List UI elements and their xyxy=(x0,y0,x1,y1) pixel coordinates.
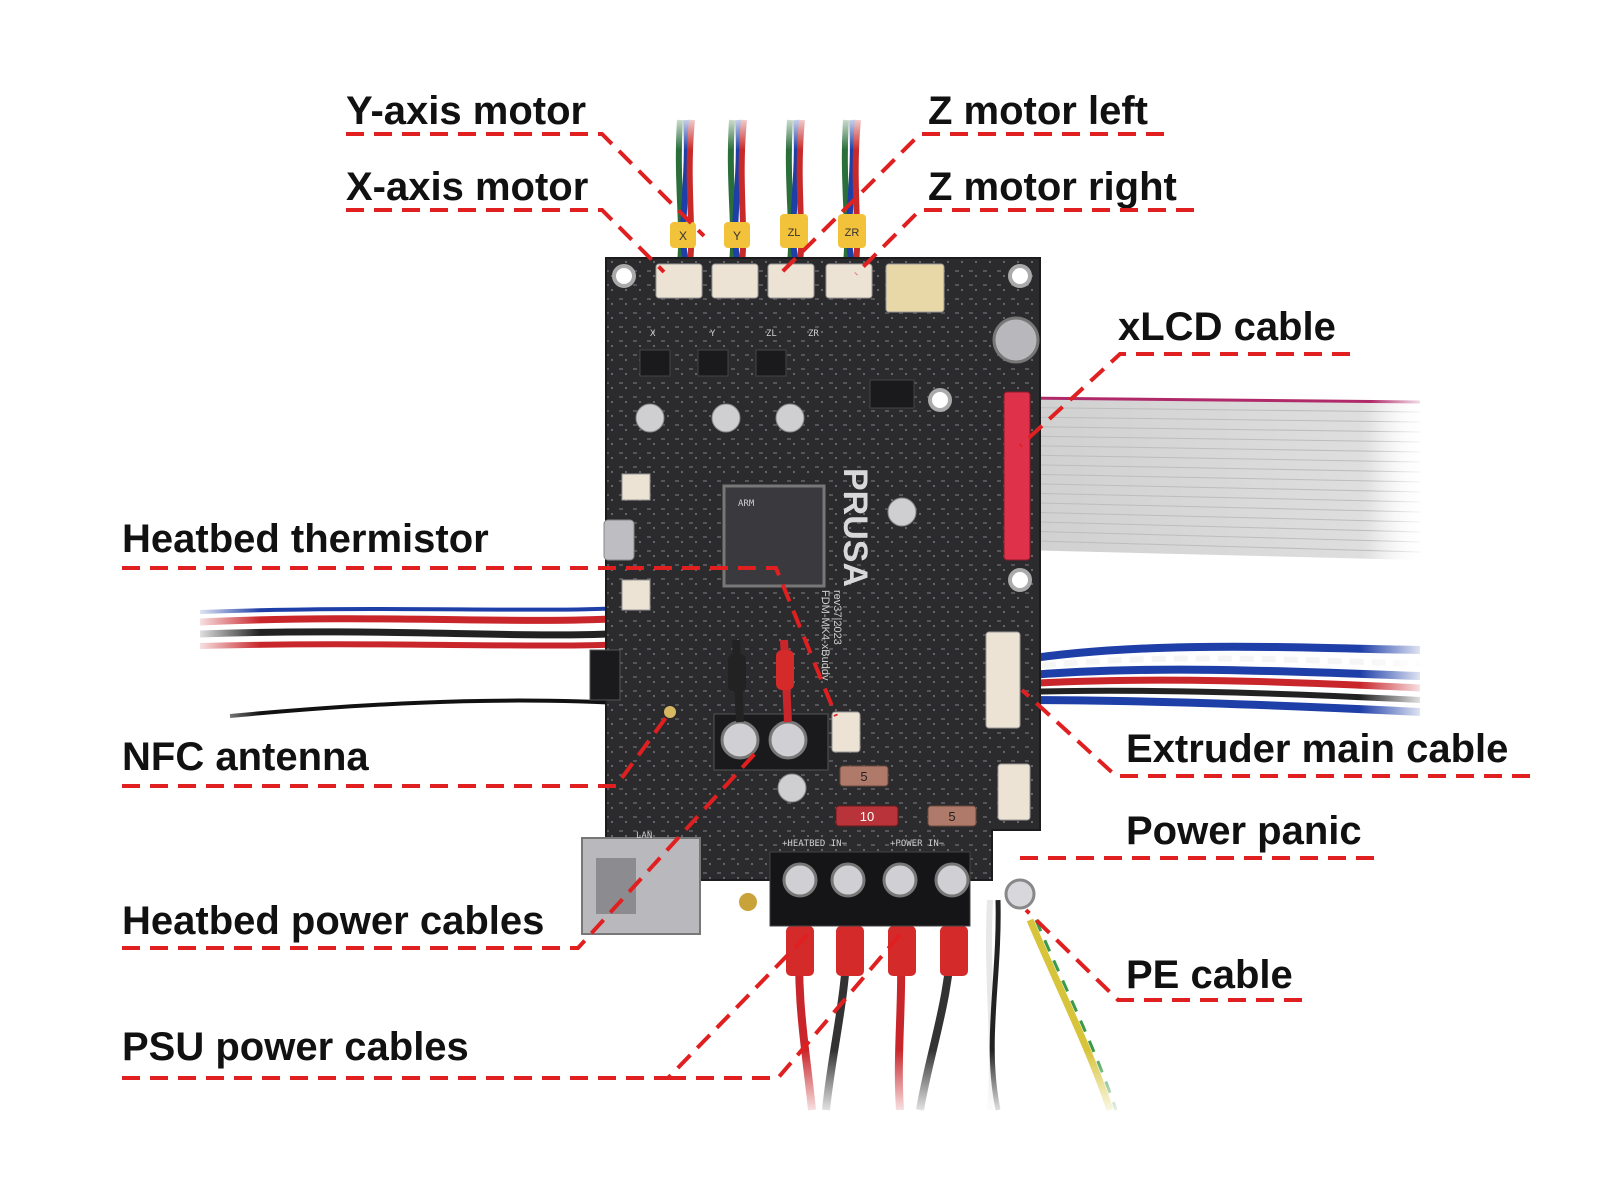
label-power-panic: Power panic xyxy=(1126,809,1362,853)
motor-cables: X Y ZL ZR xyxy=(660,110,880,263)
extruder-main-cable xyxy=(1019,630,1430,730)
fuse-5a xyxy=(839,765,889,787)
ribbon-wire-line xyxy=(1019,454,1421,463)
svg-text:+HEATBED IN−: +HEATBED IN− xyxy=(782,839,848,849)
ribbon-wire-line xyxy=(1019,540,1421,553)
usb-c-port xyxy=(603,519,635,561)
ribbon-wire-line xyxy=(1019,464,1421,473)
cable-tag-zr: ZR xyxy=(838,214,866,248)
nfc-antenna-wire xyxy=(229,698,661,718)
leader-z-motor-left xyxy=(776,132,1164,278)
leader-psu-power-cables-b xyxy=(668,928,906,1080)
svg-text:LAN: LAN xyxy=(636,831,652,841)
svg-text:Y: Y xyxy=(710,329,716,339)
leader-nfc-antenna xyxy=(122,710,672,788)
ribbon-wire-line xyxy=(1019,492,1421,503)
annotations: Y-axis motor X-axis motor Z motor left Z… xyxy=(122,89,1530,1080)
nfc-pad xyxy=(664,706,676,718)
label-xlcd-cable: xLCD cable xyxy=(1118,305,1336,349)
board-model: FDM-MK4-xBuddy xyxy=(819,590,831,681)
ribbon-wire-lines xyxy=(1019,407,1421,553)
svg-text:5: 5 xyxy=(948,809,955,824)
leader-heatbed-thermistor xyxy=(122,566,838,717)
svg-text:ZL: ZL xyxy=(788,227,801,239)
svg-text:ZL: ZL xyxy=(766,329,777,339)
x-motor-connector xyxy=(655,263,703,299)
ribbon-wire-line xyxy=(1019,521,1421,533)
label-psu-power-cables: PSU power cables xyxy=(122,1025,469,1069)
cable-tag-x: X xyxy=(670,222,696,248)
label-z-motor-right: Z motor right xyxy=(928,165,1177,209)
motor-connectors: X Y ZL ZR xyxy=(650,263,945,339)
heatbed-ring-terminals xyxy=(713,639,829,771)
y-motor-connector xyxy=(711,263,759,299)
leader-xlcd-cable xyxy=(1018,352,1350,448)
leader-y-axis-motor xyxy=(346,132,706,238)
svg-text:Y: Y xyxy=(733,229,741,243)
ribbon-wire-line xyxy=(1019,426,1421,433)
svg-text:ZR: ZR xyxy=(845,227,860,239)
zr-motor-connector xyxy=(825,263,873,299)
zl-motor-connector xyxy=(767,263,815,299)
ribbon-wire-line xyxy=(1019,416,1421,423)
power-terminal-blocks: +HEATBED IN− +POWER IN− xyxy=(769,839,971,927)
leader-z-motor-right xyxy=(854,208,1194,276)
driver-components xyxy=(635,349,917,803)
ribbon-wire-line xyxy=(1019,473,1421,483)
ribbon-wire-line xyxy=(1019,445,1421,453)
label-x-axis-motor: X-axis motor xyxy=(346,165,588,209)
fuses: 5 10 5 xyxy=(835,765,977,827)
aux-connector xyxy=(885,263,945,313)
label-pe-cable: PE cable xyxy=(1126,953,1293,997)
ribbon-wire-line xyxy=(1019,483,1421,493)
svg-text:ZR: ZR xyxy=(808,329,819,339)
svg-text:X: X xyxy=(650,329,656,339)
label-extruder-main-cable: Extruder main cable xyxy=(1126,727,1508,771)
label-heatbed-thermistor: Heatbed thermistor xyxy=(122,517,489,561)
pe-ring-terminal xyxy=(1004,878,1036,910)
cable-tag-y: Y xyxy=(724,222,750,248)
power-panic-connector xyxy=(997,763,1031,821)
fuse-10a xyxy=(835,805,899,827)
coin-battery xyxy=(992,316,1040,364)
lan-port: LAN xyxy=(581,831,701,935)
ribbon-wire-line xyxy=(1019,530,1421,543)
ribbon-wire-line xyxy=(1019,435,1421,443)
svg-text:X: X xyxy=(679,229,687,243)
svg-text:5: 5 xyxy=(860,769,867,784)
fuse-5b xyxy=(927,805,977,827)
label-y-axis-motor: Y-axis motor xyxy=(346,89,586,133)
xbuddy-board: X Y ZL ZR ARM PRUSA FDM-MK4-xBuddy rev37… xyxy=(581,257,1041,935)
leader-x-axis-motor xyxy=(346,208,666,274)
svg-text:+POWER IN−: +POWER IN− xyxy=(890,839,945,849)
xlcd-connector xyxy=(1003,391,1031,561)
leader-heatbed-power-cables xyxy=(122,746,762,950)
ribbon-wire-line xyxy=(1019,511,1421,523)
label-heatbed-power-cables: Heatbed power cables xyxy=(122,899,544,943)
extruder-connector xyxy=(985,631,1021,729)
mcu-chip: ARM xyxy=(722,484,826,588)
svg-text:10: 10 xyxy=(860,809,874,824)
label-z-motor-left: Z motor left xyxy=(928,89,1148,133)
board-brand: PRUSA xyxy=(836,468,874,587)
board-revision: rev37|2023 xyxy=(831,590,843,645)
leader-pe-cable xyxy=(1024,908,1302,1002)
bottom-cables xyxy=(760,899,1160,1120)
ground-pad xyxy=(739,893,757,911)
heatbed-thermistor-connector xyxy=(831,711,861,753)
cable-tag-zl: ZL xyxy=(780,214,808,248)
svg-text:ARM: ARM xyxy=(738,499,755,509)
ribbon-wire-line xyxy=(1019,407,1421,413)
mounting-holes xyxy=(612,264,1032,592)
ribbon-wire-line xyxy=(1019,502,1421,513)
xlcd-ribbon-cable xyxy=(1019,390,1430,570)
label-nfc-antenna: NFC antenna xyxy=(122,735,369,779)
